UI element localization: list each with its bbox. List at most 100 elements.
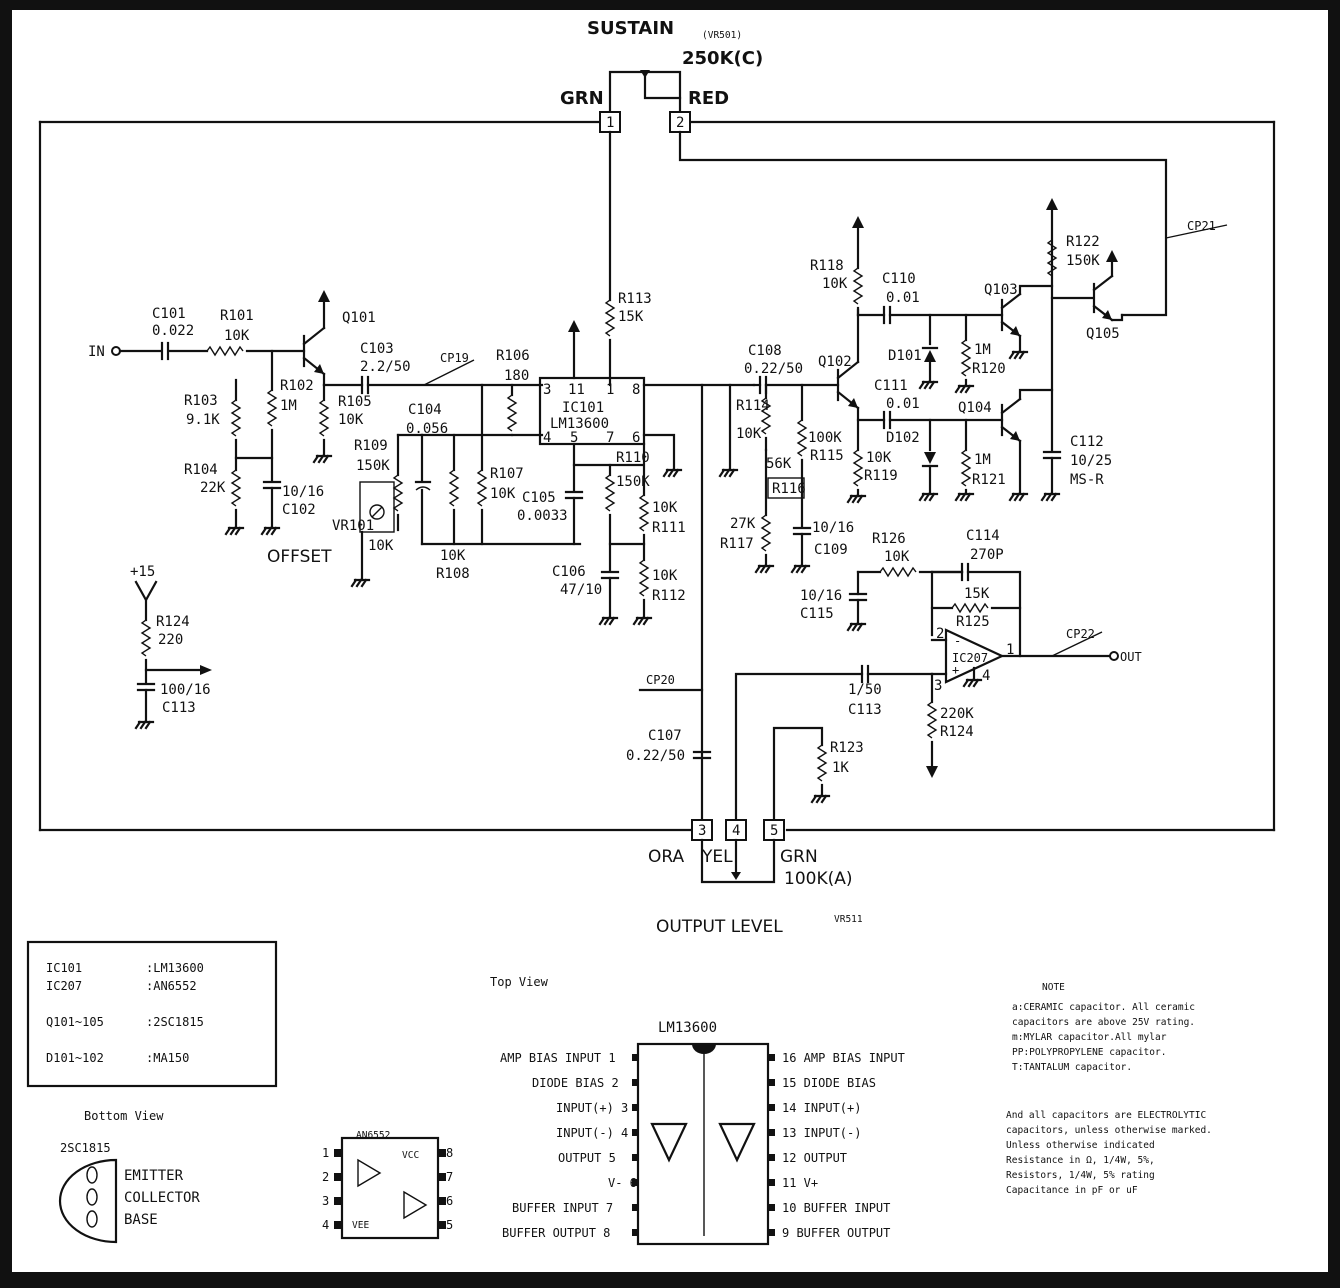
pot-yel: YEL bbox=[701, 847, 733, 867]
c112-ref: C112 bbox=[1070, 434, 1104, 450]
r118-val: 10K bbox=[822, 276, 848, 292]
parts-row-3-ref: Q101~105 bbox=[46, 1015, 104, 1029]
parts-row-2-ref: IC207 bbox=[46, 979, 82, 993]
c104-ref: C104 bbox=[408, 402, 442, 418]
r126-ref: R126 bbox=[872, 531, 906, 547]
r114-ref: R114 bbox=[736, 398, 770, 414]
q105-ref: Q105 bbox=[1086, 326, 1120, 342]
ic207-p3: 3 bbox=[934, 678, 942, 694]
c113-val: 100/16 bbox=[160, 682, 211, 698]
input-label: IN bbox=[88, 344, 105, 360]
r106-val: 180 bbox=[504, 368, 529, 384]
offset-label: OFFSET bbox=[267, 547, 332, 567]
r107-val: 10K bbox=[490, 486, 516, 502]
notes: NOTE a:CERAMIC capacitor. All ceramic ca… bbox=[1006, 982, 1212, 1196]
q101-ref: Q101 bbox=[342, 310, 376, 326]
q102-ref: Q102 bbox=[818, 354, 852, 370]
output-label: OUT bbox=[1120, 650, 1142, 664]
q103-ref: Q103 bbox=[984, 282, 1018, 298]
lm13600-right-pins: 16 AMP BIAS INPUT 15 DIODE BIAS 14 INPUT… bbox=[782, 1051, 905, 1240]
ic207-p2: 2 bbox=[936, 626, 944, 642]
an-pin-5: 5 bbox=[446, 1218, 453, 1232]
r102-val: 1M bbox=[280, 398, 297, 414]
lm-pin-9: 9 BUFFER OUTPUT bbox=[782, 1226, 890, 1240]
note2-line-1: And all capacitors are ELECTROLYTIC bbox=[1006, 1110, 1206, 1121]
r125-ref: R125 bbox=[956, 614, 990, 630]
sustain-title: SUSTAIN bbox=[587, 18, 674, 39]
c109-val: 10/16 bbox=[812, 520, 854, 536]
vr101-ref: VR101 bbox=[332, 518, 374, 534]
r122-val: 150K bbox=[1066, 253, 1100, 269]
sustain-pot: SUSTAIN (VR501) 250K(C) GRN RED 1 2 bbox=[560, 18, 763, 133]
ic101-p5: 5 bbox=[570, 430, 578, 446]
ic101-ref: IC101 bbox=[562, 400, 604, 416]
r123-val: 1K bbox=[832, 760, 849, 776]
r105-ref: R105 bbox=[338, 394, 372, 410]
r124b-val: 220K bbox=[940, 706, 974, 722]
sustain-value: 250K(C) bbox=[682, 48, 763, 69]
c109-ref: C109 bbox=[814, 542, 848, 558]
pin-2: 2 bbox=[676, 115, 684, 131]
r105-val: 10K bbox=[338, 412, 364, 428]
r111-val: 10K bbox=[652, 500, 678, 516]
output-level-pot: 3 4 5 ORA YEL GRN 100K(A) OUTPUT LEVEL V… bbox=[648, 819, 863, 937]
an6552-pinout: AN6552 VCC VEE 1 2 3 4 8 7 6 5 bbox=[322, 1130, 453, 1240]
c111-ref: C111 bbox=[874, 378, 908, 394]
r102-ref: R102 bbox=[280, 378, 314, 394]
parts-row-1-part: :LM13600 bbox=[146, 961, 204, 975]
ic101-p6: 6 bbox=[632, 430, 640, 446]
an6552-vee: VEE bbox=[352, 1220, 369, 1231]
note-line-1: a:CERAMIC capacitor. All ceramic bbox=[1012, 1002, 1195, 1013]
ic207-p4: 4 bbox=[982, 668, 990, 684]
c103-val: 2.2/50 bbox=[360, 359, 411, 375]
lm-pin-12: 12 OUTPUT bbox=[782, 1151, 847, 1165]
r123-ref: R123 bbox=[830, 740, 864, 756]
ic101-p1: 1 bbox=[606, 382, 614, 398]
vr101-val: 10K bbox=[368, 538, 394, 554]
note-line-5: T:TANTALUM capacitor. bbox=[1012, 1062, 1132, 1073]
pin-collector: COLLECTOR bbox=[124, 1190, 200, 1206]
c106-val: 47/10 bbox=[560, 582, 602, 598]
r115-val: 100K bbox=[808, 430, 842, 446]
offset-trimmer: R109 150K VR101 10K OFFSET bbox=[267, 433, 424, 588]
r101-val: 10K bbox=[224, 328, 250, 344]
schematic-sheet: SUSTAIN (VR501) 250K(C) GRN RED 1 2 R113… bbox=[12, 10, 1328, 1272]
r106-ref: R106 bbox=[496, 348, 530, 364]
filter-network: C104 0.056 10K R108 R107 10K R106 180 bbox=[406, 348, 582, 582]
r109-ref: R109 bbox=[354, 438, 388, 454]
c106-ref: C106 bbox=[552, 564, 586, 580]
ic101-p7: 7 bbox=[606, 430, 614, 446]
r120-val: 1M bbox=[974, 342, 991, 358]
pin-base: BASE bbox=[124, 1212, 158, 1228]
an-pin-1: 1 bbox=[322, 1146, 329, 1160]
output-level-title: OUTPUT LEVEL bbox=[656, 917, 783, 937]
c114-ref: C114 bbox=[966, 528, 1000, 544]
r104-ref: R104 bbox=[184, 462, 218, 478]
sustain-grn: GRN bbox=[560, 88, 604, 109]
r110-val: 150K bbox=[616, 474, 650, 490]
r124-ref: R124 bbox=[156, 614, 190, 630]
parts-row-4-part: :MA150 bbox=[146, 1051, 189, 1065]
parts-row-4-ref: D101~102 bbox=[46, 1051, 104, 1065]
ic101-p11: 11 bbox=[568, 382, 585, 398]
an-pin-4: 4 bbox=[322, 1218, 329, 1232]
r114-val: 10K bbox=[736, 426, 762, 442]
pin-emitter: EMITTER bbox=[124, 1168, 184, 1184]
ic207-p1: 1 bbox=[1006, 642, 1014, 658]
lm13600-left-pins: AMP BIAS INPUT 1 DIODE BIAS 2 INPUT(+) 3… bbox=[500, 1051, 637, 1240]
output-stage: 10/16 C115 R126 10K C114 270P 15K R125 -… bbox=[626, 528, 1142, 822]
r121-val: 1M bbox=[974, 452, 991, 468]
bottom-view-part: 2SC1815 bbox=[60, 1141, 111, 1155]
r121-ref: R121 bbox=[972, 472, 1006, 488]
ic207-minus: - bbox=[954, 634, 961, 648]
an6552-name: AN6552 bbox=[356, 1130, 390, 1141]
an-pin-2: 2 bbox=[322, 1170, 329, 1184]
r112-val: 10K bbox=[652, 568, 678, 584]
note2-line-2: capacitors, unless otherwise marked. bbox=[1006, 1125, 1212, 1136]
r119-ref: R119 bbox=[864, 468, 898, 484]
r113-val: 15K bbox=[618, 309, 644, 325]
ic101-p4: 4 bbox=[543, 430, 551, 446]
r117-val: 27K bbox=[730, 516, 756, 532]
cp19-label: CP19 bbox=[440, 351, 469, 365]
d101-ref: D101 bbox=[888, 348, 922, 364]
